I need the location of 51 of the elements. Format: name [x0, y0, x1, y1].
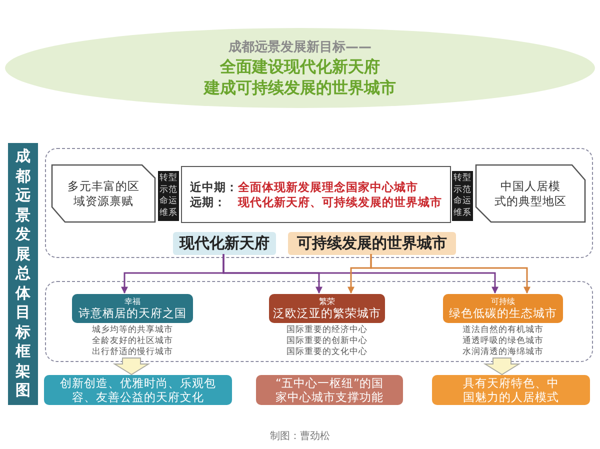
result-box [432, 375, 590, 405]
dashed-frame [45, 281, 593, 362]
goal-text: 诗意栖居的天府之国 [78, 306, 186, 320]
goal-box [443, 294, 563, 323]
title-text: 建成可持续发展的世界城市 [204, 77, 396, 98]
tag-text: 转型示范命运维系 [454, 173, 472, 219]
box-text: 中国人居模式的典型地区 [494, 178, 568, 208]
note-text: 国际重要的文化中心 [286, 347, 368, 358]
arrow [370, 254, 530, 294]
note-text: 水润清透的海绵城市 [462, 347, 544, 358]
vertical-title: 成都远景发展总体目标框架图 [15, 147, 31, 401]
block-arrow [112, 358, 150, 376]
note-text: 出行舒适的慢行城市 [92, 347, 173, 358]
goal-text: 现代化新天府、可持续发展的世界城市 [238, 194, 442, 210]
note-text: 国际重要的创新中心 [286, 336, 368, 346]
theme-text: 现代化新天府 [180, 234, 270, 253]
keyword-text: 繁荣 [319, 297, 335, 306]
note-text: 道法自然的有机城市 [462, 325, 544, 336]
period-label: 近中期： [190, 180, 238, 194]
note-text: 城乡均等的共享城市 [92, 325, 173, 336]
theme-tag [288, 232, 456, 255]
goal-text: 全面体现新发展理念国家中心城市 [238, 180, 419, 194]
arrow [222, 254, 498, 294]
hexagon-box [51, 164, 156, 223]
result-text: 创新创造、优雅时尚、乐观包容、友善公益的天府文化 [59, 376, 217, 404]
goal-box [181, 166, 451, 223]
result-text: 具有天府特色、中国魅力的人居模式 [462, 376, 560, 404]
goal-text: 绿色低碳的生态城市 [449, 306, 557, 320]
goal-box [72, 294, 193, 323]
caption: 制图：曹劲松 [269, 430, 331, 443]
keyword-text: 幸福 [124, 297, 140, 306]
box-text: 多元丰富的区域资源禀赋 [68, 178, 140, 208]
theme-text: 可持续发展的世界城市 [297, 234, 447, 253]
title-text: 全面建设现代化新天府 [220, 56, 380, 77]
result-text: “五中心一枢纽”的国家中心城市支撑功能 [274, 376, 384, 404]
hexagon-box [475, 164, 586, 223]
note-text: 全龄友好的社区城市 [92, 336, 173, 346]
keyword-text: 可持续 [491, 297, 515, 306]
goal-text: 泛欧泛亚的繁荣城市 [273, 306, 381, 320]
block-arrow [483, 358, 521, 376]
vertical-title-bar [8, 143, 38, 405]
dashed-frame [45, 148, 593, 258]
note-text: 通透呼吸的绿色城市 [462, 336, 544, 346]
result-box [44, 375, 232, 405]
goal-box [269, 294, 385, 323]
title-text: 成都远景发展新目标—— [228, 38, 372, 56]
note-text: 国际重要的经济中心 [286, 325, 368, 336]
result-box [256, 375, 403, 405]
period-label: 远期： [190, 194, 227, 210]
tag-text: 转型示范命运维系 [160, 173, 178, 219]
theme-tag [173, 232, 276, 255]
